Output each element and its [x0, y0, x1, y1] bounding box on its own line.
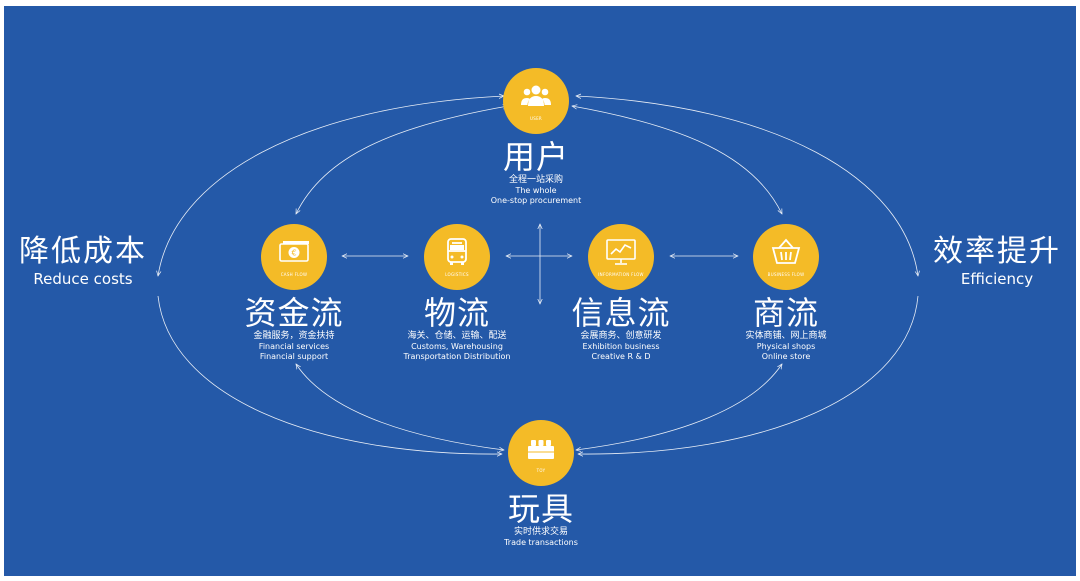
logistics-sub-en-1: Customs, Warehousing [411, 342, 503, 351]
user-sub-cn: 全程一站采购 [508, 175, 563, 185]
business-flow-sub-cn: 实体商铺、网上商城 [745, 331, 827, 341]
logistics-node: LOGISTICS 物流 海关、仓储、运输、配送 Customs, Wareho… [357, 224, 557, 362]
inner-arc-toy-cash [296, 364, 504, 450]
cash-flow-sub-en-2: Financial support [259, 352, 329, 361]
information-flow-circle: INFORMATION FLOW [588, 224, 654, 290]
cash-icon: € [279, 241, 309, 262]
information-flow-sub-en-1: Exhibition business [582, 342, 660, 351]
connector-layer [4, 6, 1076, 576]
user-circle: USER [503, 68, 569, 134]
user-sub-en-2: One-stop procurement [490, 196, 582, 205]
inner-arc-toy-business [576, 364, 782, 450]
logistics-circle: LOGISTICS [424, 224, 490, 290]
toy-title: 玩具 [507, 490, 574, 528]
business-flow-title: 商流 [752, 294, 819, 332]
outer-arc-top-right [576, 96, 918, 276]
cash-flow-sub-en-1: Financial services [258, 342, 330, 351]
efficiency-label: 效率提升 Efficiency [922, 234, 1072, 288]
information-flow-sub-en-2: Creative R & D [591, 352, 651, 361]
efficiency-title: 效率提升 [933, 234, 1061, 269]
reduce-costs-label: 降低成本 Reduce costs [8, 234, 158, 288]
efficiency-subtitle: Efficiency [960, 270, 1034, 288]
toy-sub-en-1: Trade transactions [504, 538, 578, 547]
svg-text:€: € [291, 249, 296, 258]
information-flow-tag: INFORMATION FLOW [598, 272, 644, 277]
user-title: 用户 [502, 138, 569, 176]
information-flow-node: INFORMATION FLOW 信息流 会展商务、创意研发 Exhibitio… [521, 224, 721, 362]
cash-flow-tag: CASH FLOW [280, 272, 308, 277]
logistics-tag: LOGISTICS [445, 272, 469, 277]
user-node: USER 用户 全程一站采购 The whole One-stop procur… [436, 68, 636, 206]
bus-icon [447, 238, 467, 265]
toy-node: TOY 玩具 实时供求交易 Trade transactions [441, 420, 641, 548]
user-sub-en-1: The whole [515, 186, 557, 195]
information-flow-sub-cn: 会展商务、创意研发 [580, 331, 662, 341]
business-flow-sub-en-1: Physical shops [756, 342, 816, 351]
toy-circle: TOY [508, 420, 574, 486]
business-flow-tag: BUSINESS FLOW [767, 272, 805, 277]
reduce-costs-subtitle: Reduce costs [33, 270, 133, 288]
toy-sub-cn: 实时供求交易 [513, 527, 568, 537]
cash-flow-sub-cn: 金融服务，资金扶持 [253, 331, 335, 341]
logistics-sub-en-2: Transportation Distribution [403, 352, 511, 361]
reduce-costs-title: 降低成本 [19, 234, 147, 269]
business-flow-node: BUSINESS FLOW 商流 实体商铺、网上商城 Physical shop… [686, 224, 886, 362]
logistics-title: 物流 [423, 294, 490, 332]
toy-bricks-icon [528, 440, 554, 459]
monitor-chart-icon [606, 239, 636, 265]
information-flow-title: 信息流 [571, 294, 671, 332]
basket-icon [771, 238, 801, 264]
cash-flow-node: € CASH FLOW 资金流 金融服务，资金扶持 Financial serv… [194, 224, 394, 362]
toy-tag: TOY [536, 468, 546, 473]
users-icon [521, 85, 551, 106]
inner-arc-user-cash [296, 106, 508, 214]
business-flow-sub-en-2: Online store [761, 352, 811, 361]
cash-flow-circle: € CASH FLOW [261, 224, 327, 290]
logistics-sub-cn: 海关、仓储、运输、配送 [407, 331, 507, 341]
inner-arc-user-business [572, 106, 782, 214]
diagram-canvas: 降低成本 Reduce costs 效率提升 Efficiency USER 用… [4, 6, 1076, 576]
user-tag: USER [530, 116, 542, 121]
cash-flow-title: 资金流 [244, 294, 344, 332]
business-flow-circle: BUSINESS FLOW [753, 224, 819, 290]
outer-arc-top-left [158, 96, 504, 276]
